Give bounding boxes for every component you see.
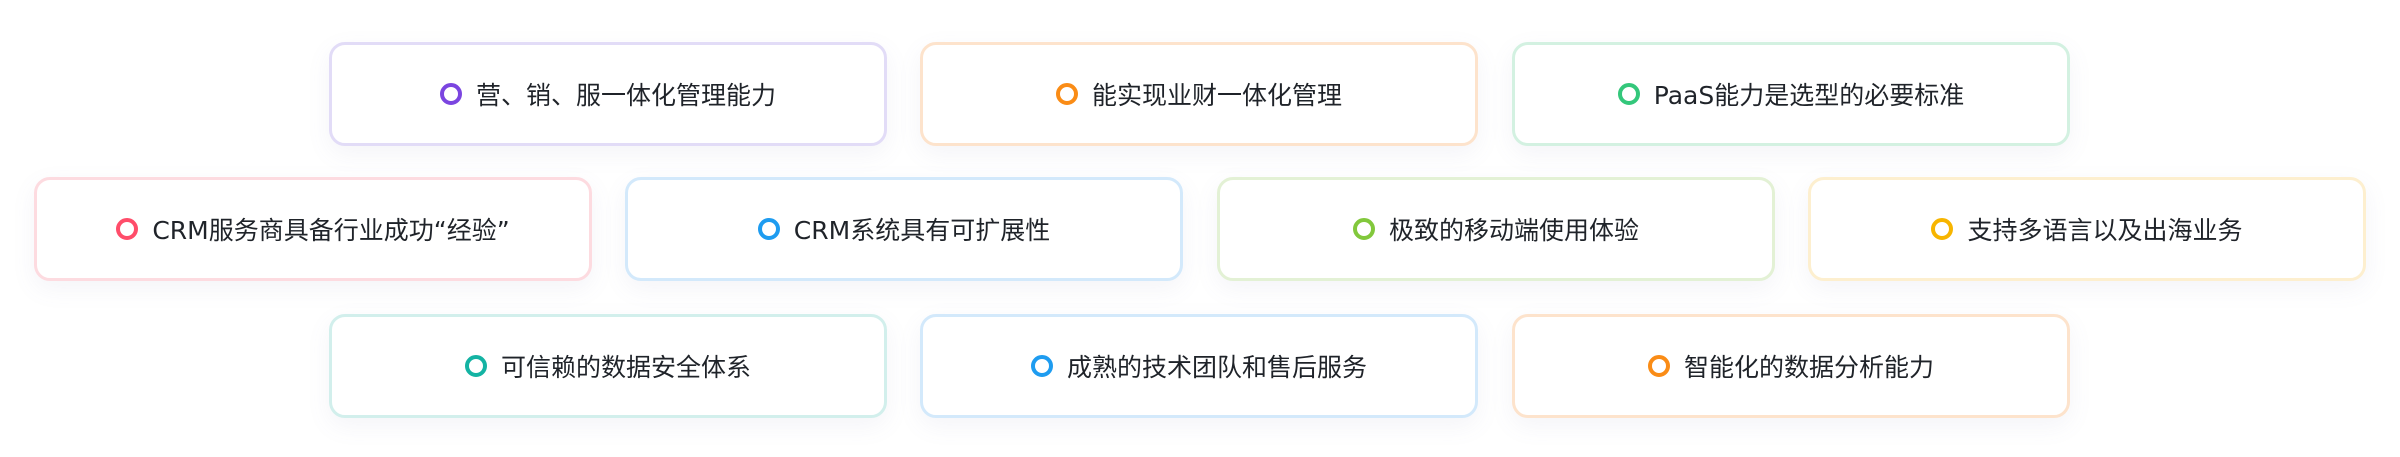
feature-card: 极致的移动端使用体验 xyxy=(1217,177,1775,281)
feature-label: 智能化的数据分析能力 xyxy=(1683,353,1934,382)
circle-icon xyxy=(1055,83,1078,105)
feature-card: 支持多语言以及出海业务 xyxy=(1808,177,2366,281)
feature-card: 成熟的技术团队和售后服务 xyxy=(920,314,1478,418)
feature-card: CRM系统具有可扩展性 xyxy=(625,177,1183,281)
feature-label: 可信赖的数据安全体系 xyxy=(500,353,751,382)
feature-card: 营、销、服一体化管理能力 xyxy=(329,42,887,146)
feature-card: 可信赖的数据安全体系 xyxy=(329,314,887,418)
feature-label: 营、销、服一体化管理能力 xyxy=(475,81,776,110)
feature-card: CRM服务商具备行业成功“经验” xyxy=(34,177,592,281)
feature-label: CRM服务商具备行业成功“经验” xyxy=(152,216,510,245)
feature-label: 支持多语言以及出海业务 xyxy=(1967,216,2243,245)
feature-label: CRM系统具有可扩展性 xyxy=(793,216,1051,245)
feature-label: 极致的移动端使用体验 xyxy=(1388,216,1639,245)
feature-card: 智能化的数据分析能力 xyxy=(1512,314,2070,418)
circle-icon xyxy=(1931,218,1954,240)
circle-icon xyxy=(1030,355,1053,377)
circle-icon xyxy=(757,218,780,240)
feature-label: PaaS能力是选型的必要标准 xyxy=(1653,81,1965,110)
feature-label: 成熟的技术团队和售后服务 xyxy=(1066,353,1367,382)
feature-card: PaaS能力是选型的必要标准 xyxy=(1512,42,2070,146)
circle-icon xyxy=(116,218,139,240)
circle-icon xyxy=(1352,218,1375,240)
circle-icon xyxy=(439,83,462,105)
circle-icon xyxy=(464,355,487,377)
circle-icon xyxy=(1647,355,1670,377)
feature-label: 能实现业财一体化管理 xyxy=(1091,81,1342,110)
circle-icon xyxy=(1617,83,1640,105)
feature-card: 能实现业财一体化管理 xyxy=(920,42,1478,146)
